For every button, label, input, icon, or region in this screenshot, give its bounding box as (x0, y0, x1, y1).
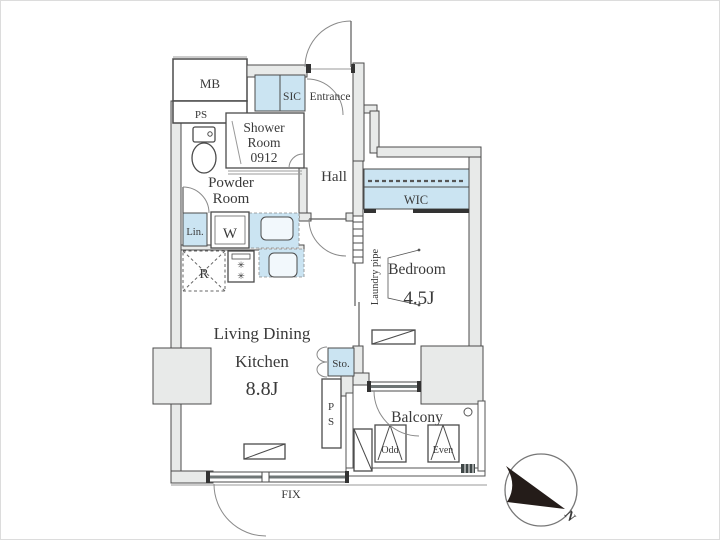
windows (206, 64, 421, 483)
label-powder-1: Powder (208, 175, 254, 191)
label-washer: W (223, 226, 238, 242)
label-bedroom-size: 4.5J (403, 288, 434, 309)
burner-icon: ✳ (237, 271, 245, 281)
label-ps-bottom-p: P (328, 401, 334, 413)
label-hall: Hall (321, 169, 347, 185)
shower-room-box (225, 112, 305, 175)
bedroom-balcony-door (373, 390, 420, 437)
laundry-pipe-shaft-wall (352, 215, 364, 264)
parapet-right (477, 400, 486, 472)
wall-entrance-right (352, 62, 365, 162)
washer-space (210, 211, 250, 249)
gutter-hatch-icon (461, 464, 475, 473)
label-entrance: Entrance (310, 91, 351, 103)
linen-door (182, 186, 210, 214)
label-ldk-size: 8.8J (246, 378, 279, 400)
walls (152, 56, 487, 486)
label-fix: FIX (281, 487, 301, 501)
label-shower-2: Room (247, 135, 281, 150)
fixtures: ✳ ✳ (182, 112, 421, 460)
walk-in-closet (363, 168, 470, 213)
parapet-left (345, 392, 354, 474)
pipe-shaft-bottom (321, 378, 342, 449)
wall-right (468, 156, 482, 378)
linen-closet (182, 212, 208, 247)
label-balcony: Balcony (391, 409, 443, 426)
laundry-pipe-leader (387, 248, 421, 307)
wall-powder-hall (298, 167, 308, 217)
label-ldk-2: Kitchen (235, 352, 289, 371)
wall-step-2 (369, 110, 380, 154)
doors (182, 20, 420, 537)
label-linen: Lin. (186, 227, 203, 238)
label-north: N (562, 507, 580, 524)
wall-left (170, 100, 182, 484)
blue-fixtures (182, 74, 470, 377)
shoes-in-closet (254, 74, 306, 112)
compass-icon: N (504, 453, 580, 527)
entrance-opening (306, 64, 355, 73)
ldk-south-window (206, 471, 349, 483)
wall-bedroom-sw-stub (352, 372, 370, 386)
entrance-door (304, 20, 352, 68)
label-mb: MB (200, 76, 221, 91)
stove-icon: ✳ ✳ (227, 250, 255, 283)
bedroom-south-window (367, 381, 421, 392)
label-sic: SIC (283, 91, 301, 103)
label-bedroom: Bedroom (388, 261, 446, 278)
label-powder-2: Room (213, 191, 250, 207)
wall-top-bedroom (376, 146, 482, 158)
label-shower-1: Shower (243, 120, 285, 135)
label-wic: WIC (404, 193, 428, 207)
wall-bedroom-left-upper (352, 160, 364, 217)
toilet-icon (191, 126, 217, 174)
label-shower-3: 0912 (251, 150, 278, 165)
wall-door-stub-right (345, 212, 354, 222)
labels: MB PS SIC Entrance Shower Room 0912 Powd… (186, 76, 453, 501)
drain-circle-icon (463, 407, 473, 417)
label-ps-top: PS (195, 109, 207, 121)
storage-closet (327, 347, 355, 377)
vanity-basin (248, 212, 300, 249)
label-ac-even: Even (433, 445, 454, 456)
balcony (345, 392, 486, 477)
label-ldk-1: Living Dining (214, 324, 311, 343)
fridge-space (182, 250, 226, 292)
label-ps-bottom-s: S (328, 416, 334, 428)
ac-unit-bedroom-icon (371, 329, 416, 345)
ac-outdoor-slot-even (427, 424, 460, 463)
label-fridge: R (199, 267, 209, 282)
ac-outdoor-slot-odd (374, 424, 407, 463)
burner-icon: ✳ (237, 260, 245, 270)
wall-mass-southeast (420, 345, 484, 405)
storage-bifold-door (316, 346, 328, 378)
label-laundry-pipe: Laundry pipe (370, 249, 381, 306)
balcony-partition (353, 428, 373, 472)
sliding-door-bedroom (354, 263, 360, 346)
label-storage: Sto. (332, 358, 350, 370)
hall-ldk-door (308, 218, 347, 257)
ldk-balcony-door (213, 483, 267, 537)
kitchen-sink (258, 248, 305, 278)
label-ac-odd: Odd (381, 445, 398, 456)
ac-unit-ldk-icon (243, 443, 286, 460)
sic-door (306, 78, 344, 116)
pillar-left (152, 347, 212, 405)
